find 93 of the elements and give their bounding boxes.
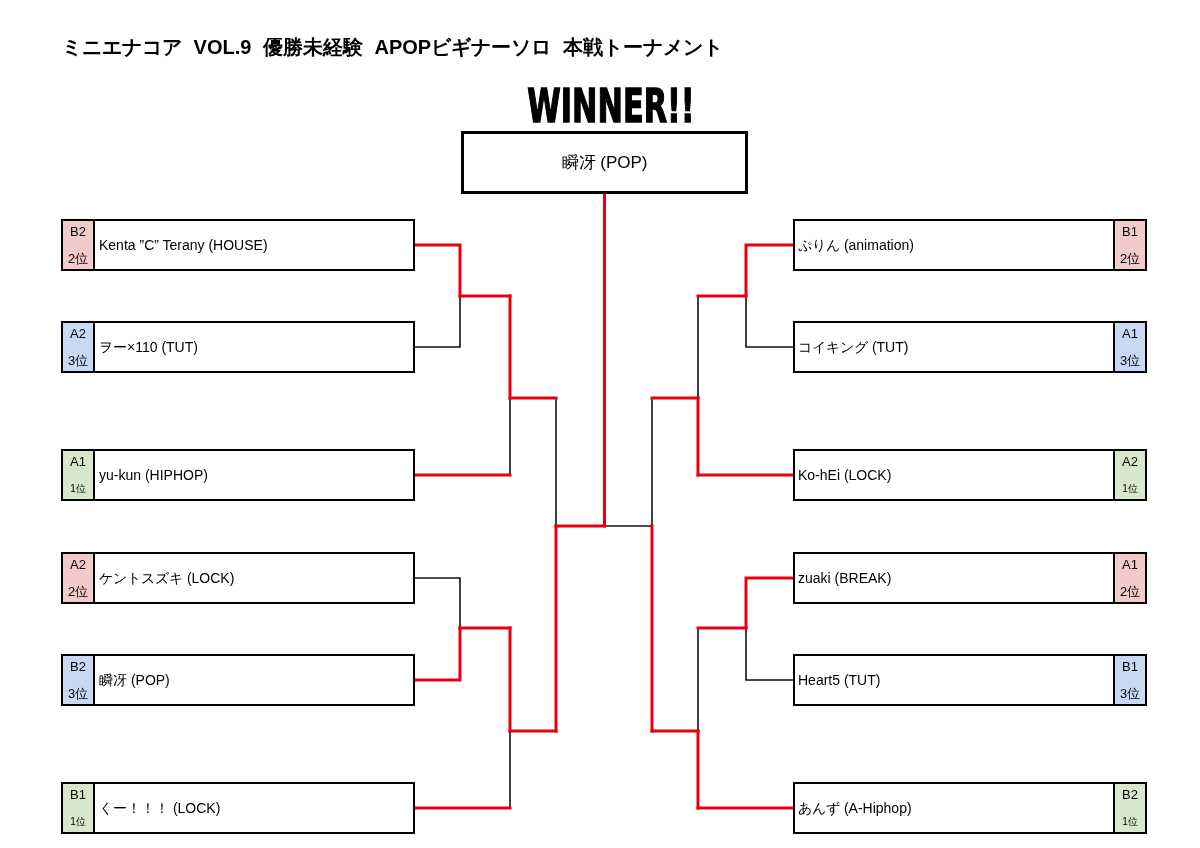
entrant-box: [793, 219, 1147, 271]
seed-code: A2: [70, 327, 86, 341]
bracket-line: [745, 627, 793, 681]
seed-cell: [63, 451, 95, 499]
bracket-line: [603, 194, 606, 528]
seed-code: A1: [1122, 327, 1138, 341]
entrant-box: [61, 654, 415, 706]
bracket-line: [508, 626, 512, 733]
seed-code: B2: [1122, 788, 1138, 802]
bracket-line: [555, 397, 557, 527]
bracket-line: [415, 577, 461, 629]
seed-code: B1: [70, 788, 86, 802]
rank-label: 2位: [67, 252, 89, 266]
bracket-line: [458, 294, 512, 298]
seed-cell: [1113, 656, 1145, 704]
seed-code: B1: [1122, 660, 1138, 674]
winner-box: 瞬冴 (POP): [461, 131, 748, 194]
seed-code: B2: [70, 225, 86, 239]
rank-label: 3位: [1119, 687, 1141, 701]
bracket-line: [554, 524, 558, 733]
bracket-line: [745, 295, 793, 348]
entrant-name: zuaki (BREAK): [798, 569, 892, 587]
rank-label: 1位: [70, 483, 86, 495]
bracket-line: [508, 396, 558, 400]
rank-label: 1位: [70, 816, 86, 828]
bracket-line: [509, 730, 511, 809]
bracket-line: [508, 729, 558, 733]
bracket-line: [650, 524, 654, 733]
seed-code: A2: [1122, 455, 1138, 469]
winner-heading: WINNER!!: [526, 83, 695, 129]
bracket-line: [650, 396, 700, 400]
seed-cell: [1113, 323, 1145, 371]
entrant-box: [793, 782, 1147, 834]
entrant-box: [793, 654, 1147, 706]
entrant-box: [793, 449, 1147, 501]
entrant-box: [61, 219, 415, 271]
bracket-line: [697, 295, 699, 399]
entrant-box: [61, 321, 415, 373]
entrant-name: ヲー×110 (TUT): [99, 338, 198, 356]
bracket-line: [696, 729, 700, 810]
entrant-box: [793, 321, 1147, 373]
bracket-line: [415, 806, 512, 810]
rank-label: 3位: [67, 354, 89, 368]
seed-cell: [1113, 554, 1145, 602]
entrant-name: ぷりん (animation): [798, 236, 914, 254]
bracket-line: [415, 295, 461, 348]
rank-label: 3位: [1119, 354, 1141, 368]
seed-code: B2: [70, 660, 86, 674]
entrant-box: [793, 552, 1147, 604]
seed-code: A1: [70, 455, 86, 469]
bracket-line: [744, 576, 793, 630]
seed-cell: [63, 323, 95, 371]
seed-cell: [63, 221, 95, 269]
bracket-line: [415, 243, 462, 298]
bracket-line: [697, 627, 699, 732]
entrant-box: [61, 782, 415, 834]
bracket-line: [696, 396, 700, 477]
entrant-name: Kenta ”C” Terany (HOUSE): [99, 236, 268, 254]
seed-cell: [1113, 784, 1145, 832]
seed-cell: [63, 784, 95, 832]
title: ミニエナコア VOL.9 優勝未経験 APOPビギナーソロ 本戦トーナメント: [62, 36, 723, 58]
entrant-name: 瞬冴 (POP): [99, 671, 170, 689]
entrant-name: コイキング (TUT): [798, 338, 909, 356]
entrant-name: yu-kun (HIPHOP): [99, 466, 208, 484]
bracket-line: [415, 473, 512, 477]
entrant-name: くー！！！ (LOCK): [99, 799, 221, 817]
bracket-line: [696, 294, 748, 298]
bracket-line: [415, 626, 462, 682]
entrant-box: [61, 552, 415, 604]
bracket-line: [603, 525, 653, 527]
bracket-line: [509, 397, 511, 476]
rank-label: 2位: [1119, 252, 1141, 266]
rank-label: 1位: [1122, 483, 1138, 495]
seed-cell: [1113, 451, 1145, 499]
entrant-name: Heart5 (TUT): [798, 671, 881, 689]
entrant-name: ケントスズキ (LOCK): [99, 569, 235, 587]
rank-label: 2位: [67, 585, 89, 599]
bracket-line: [744, 243, 793, 298]
rank-label: 2位: [1119, 585, 1141, 599]
seed-code: B1: [1122, 225, 1138, 239]
seed-cell: [1113, 221, 1145, 269]
seed-code: A1: [1122, 558, 1138, 572]
rank-label: 3位: [67, 687, 89, 701]
bracket-line: [696, 626, 748, 630]
seed-cell: [63, 554, 95, 602]
seed-code: A2: [70, 558, 86, 572]
bracket-line: [508, 294, 512, 400]
entrant-name: Ko-hEi (LOCK): [798, 466, 892, 484]
bracket-line: [651, 397, 653, 527]
entrant-name: あんず (A-Hiphop): [798, 799, 912, 817]
entrant-box: [61, 449, 415, 501]
rank-label: 1位: [1122, 816, 1138, 828]
seed-cell: [63, 656, 95, 704]
